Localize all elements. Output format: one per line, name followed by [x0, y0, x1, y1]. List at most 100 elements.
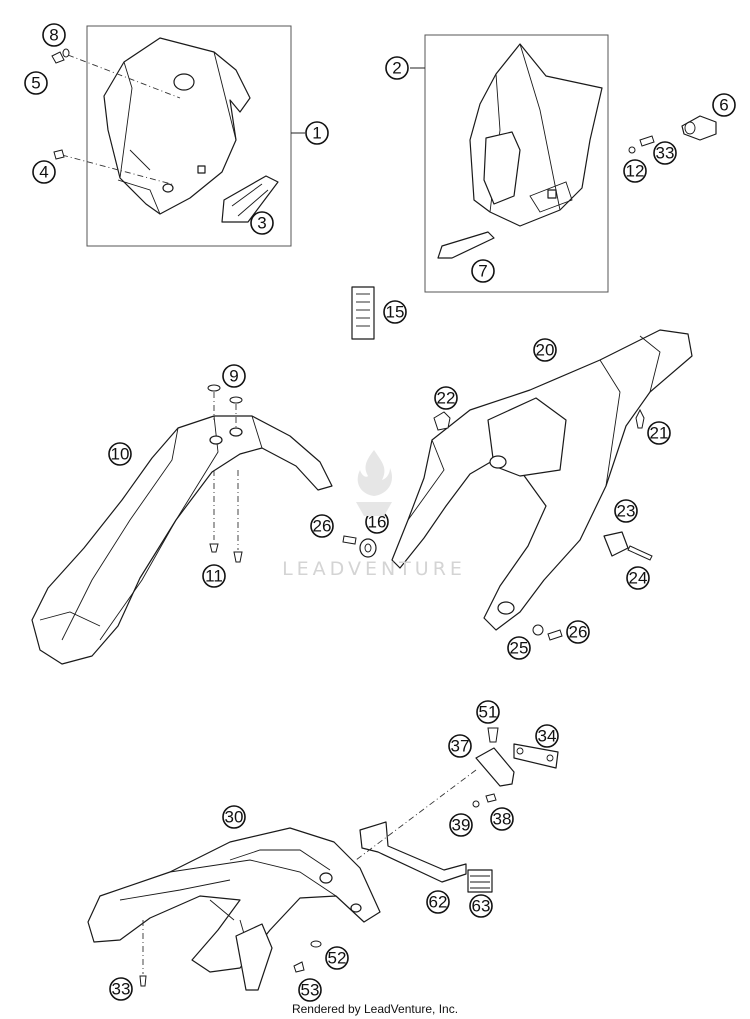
callout-label: 26: [569, 623, 588, 642]
washer-9-part: [207, 384, 243, 404]
callout-label: 4: [39, 163, 48, 182]
screw-4-part: [53, 149, 65, 160]
callout-11: 11: [202, 564, 226, 588]
callout-label: 38: [493, 810, 512, 829]
callout-53: 53: [298, 978, 322, 1002]
callout-38: 38: [490, 807, 514, 831]
callout-label: 62: [429, 893, 448, 912]
callout-label: 7: [478, 262, 487, 281]
nut-22-part: [433, 411, 451, 431]
callout-52: 52: [325, 946, 349, 970]
callout-label: 6: [719, 96, 728, 115]
callout-63: 63: [469, 894, 493, 918]
screw-33-lower-part: [139, 975, 147, 987]
callout-label: 33: [112, 980, 131, 999]
screw-53-part: [293, 961, 305, 973]
bracket-62-part: [359, 821, 467, 883]
callout-15: 15: [383, 300, 407, 324]
callout-30: 30: [222, 805, 246, 829]
callout-12: 12: [623, 159, 647, 183]
callout-label: 39: [452, 816, 471, 835]
headlight-mask-part: [103, 37, 251, 215]
callout-51: 51: [476, 700, 500, 724]
callout-2: 2: [385, 56, 409, 80]
kit-box-headlight-mask-alt: [424, 34, 609, 293]
callout-26-right: 26: [566, 620, 590, 644]
callout-label: 25: [510, 639, 529, 658]
callout-label: 30: [225, 808, 244, 827]
sticker-63-part: [467, 869, 493, 893]
callout-33-bottom: 33: [109, 977, 133, 1001]
callout-22: 22: [434, 386, 458, 410]
clamp-6-part: [681, 115, 717, 141]
washer-8-part: [62, 48, 70, 58]
callout-label: 24: [629, 569, 648, 588]
callout-label: 3: [257, 214, 266, 233]
kit-box-headlight-mask: [86, 25, 292, 247]
callout-label: 8: [49, 26, 58, 45]
screw-26-left-part: [342, 535, 357, 545]
callout-label: 10: [111, 445, 130, 464]
screw-12-part: [628, 135, 655, 154]
callout-6: 6: [712, 93, 736, 117]
screw-5-part: [51, 51, 65, 64]
nut-38-part: [485, 793, 497, 803]
number-plate-sticker-part: [437, 231, 495, 259]
callout-37: 37: [448, 734, 472, 758]
callout-label: 5: [31, 74, 40, 93]
callout-4: 4: [32, 160, 56, 184]
footer-credit: Rendered by LeadVenture, Inc.: [291, 1002, 459, 1016]
callout-label: 20: [536, 341, 555, 360]
callout-label: 9: [229, 367, 238, 386]
callout-label: 26: [313, 517, 332, 536]
callout-1: 1: [305, 121, 329, 145]
callout-label: 23: [617, 502, 636, 521]
callout-label: 21: [650, 424, 669, 443]
callout-39: 39: [449, 813, 473, 837]
callout-62: 62: [426, 890, 450, 914]
callout-9: 9: [222, 364, 246, 388]
screw-51-part: [487, 727, 499, 743]
rubber-16-part: [359, 538, 377, 558]
callout-label: 37: [451, 737, 470, 756]
callout-5: 5: [24, 71, 48, 95]
callout-label: 16: [368, 513, 387, 532]
callout-label: 51: [479, 703, 498, 722]
callout-label: 1: [312, 124, 321, 143]
side-panels-part: [87, 827, 381, 991]
rubber-23-part: [603, 531, 629, 557]
watermark-text: LEADVENTURE: [282, 558, 466, 580]
watermark-logo: [356, 450, 393, 516]
callout-7: 7: [471, 259, 495, 283]
callout-3: 3: [250, 211, 274, 235]
callout-label: 2: [392, 59, 401, 78]
washer-39-part: [472, 800, 480, 808]
callout-20: 20: [533, 338, 557, 362]
callout-24: 24: [626, 566, 650, 590]
washer-52-part: [310, 940, 322, 948]
screw-26-right-part: [547, 629, 563, 641]
callout-label: 63: [472, 897, 491, 916]
sticker-15-part: [351, 286, 375, 340]
callout-label: 11: [205, 567, 223, 586]
callout-16: 16: [365, 510, 389, 534]
assembly-line-plate: [355, 769, 477, 861]
screw-11-part: [209, 543, 243, 563]
headlight-mask-alt-part: [469, 43, 603, 227]
callout-25: 25: [507, 636, 531, 660]
callout-label: 53: [301, 981, 320, 1000]
screw-24-part: [627, 545, 653, 561]
callout-label: 15: [386, 303, 405, 322]
callout-8: 8: [42, 23, 66, 47]
callout-label: 12: [626, 162, 645, 181]
callout-label: 22: [437, 389, 456, 408]
callout-21: 21: [647, 421, 671, 445]
screw-21-part: [635, 408, 645, 429]
reflector-34-part: [513, 743, 559, 769]
front-fender-part: [31, 415, 333, 665]
callout-26-left: 26: [310, 514, 334, 538]
rear-fender-part: [391, 329, 693, 631]
callout-label: 33: [656, 144, 675, 163]
callout-34: 34: [535, 724, 559, 748]
